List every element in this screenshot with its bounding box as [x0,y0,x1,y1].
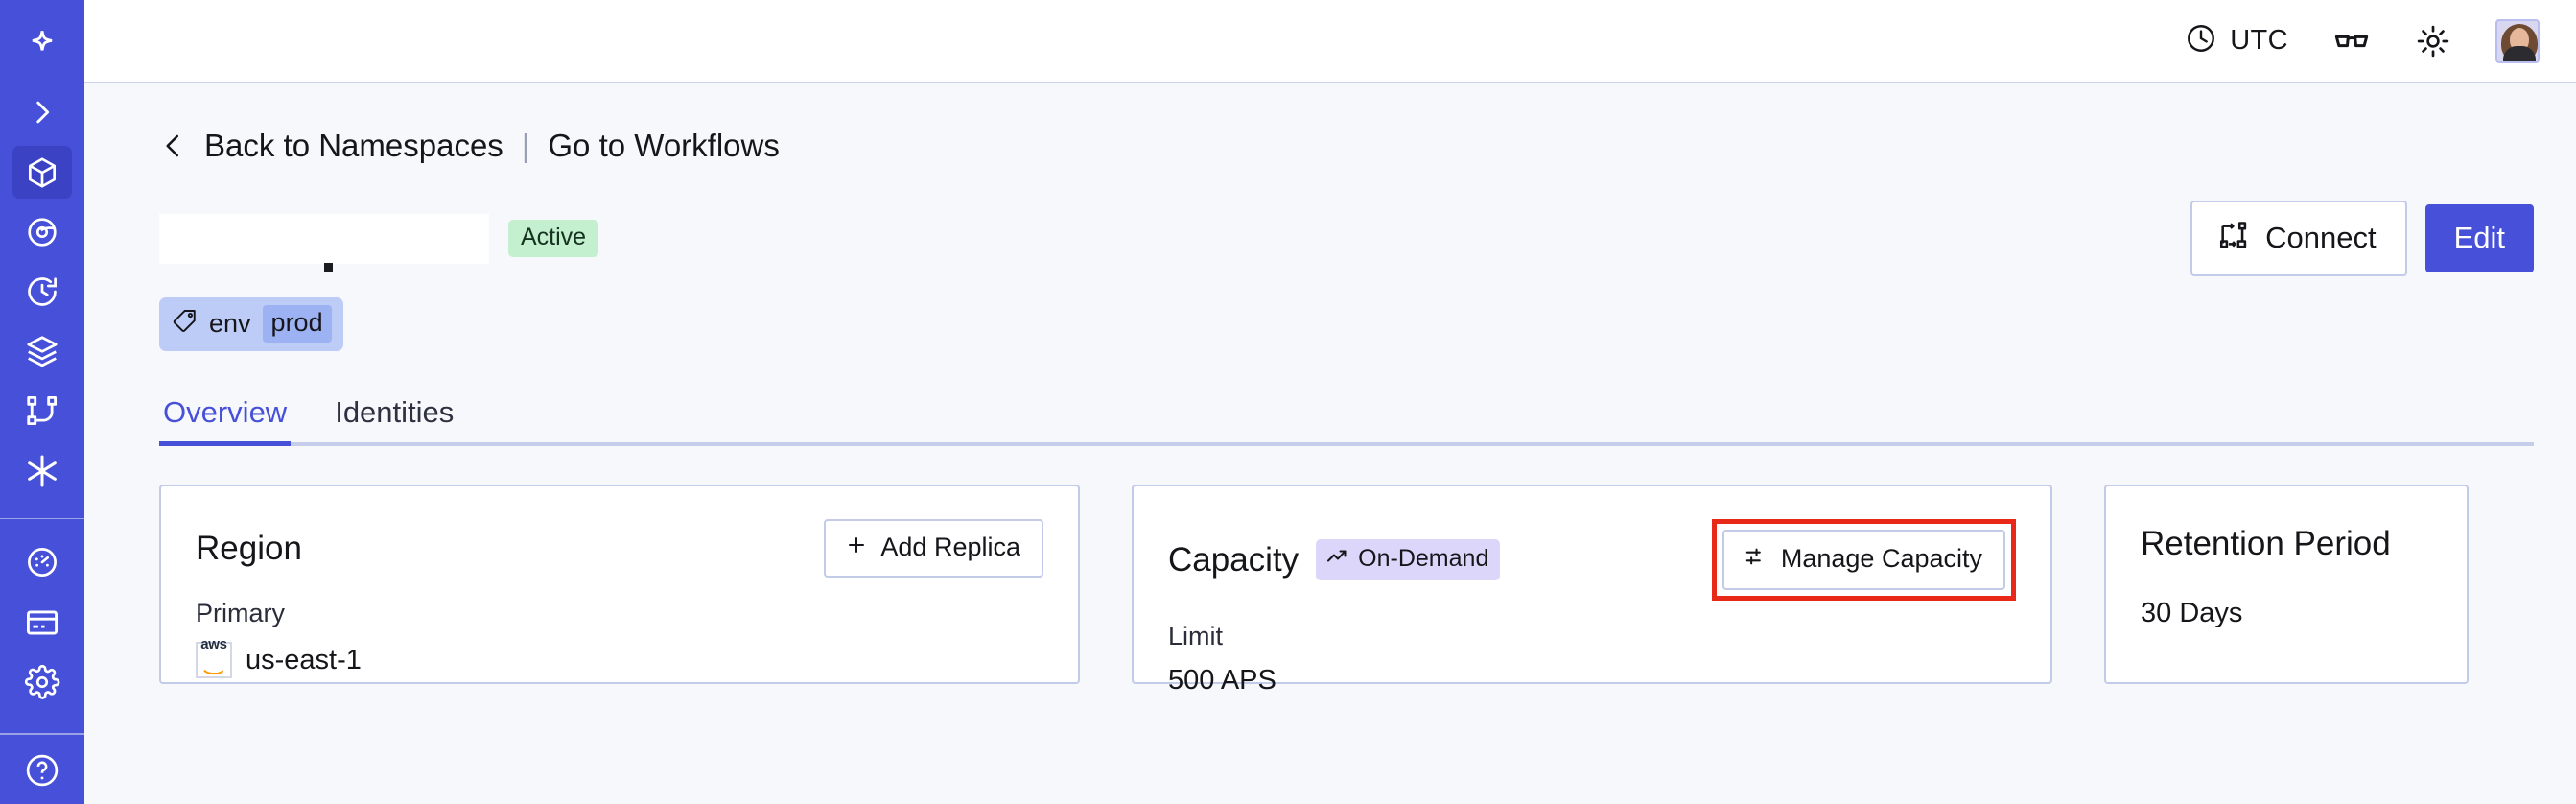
chevron-left-icon[interactable] [159,130,188,162]
topbar-actions: UTC [2185,18,2540,63]
region-value: us-east-1 [246,644,362,675]
main-pane: UTC [84,0,2576,804]
breadcrumb-back-link[interactable]: Back to Namespaces [204,128,503,163]
sidebar-item-settings[interactable] [12,656,72,708]
sidebar-item-workflows[interactable] [12,206,72,258]
avatar-face [2510,27,2529,52]
sidebar-item-schedules[interactable] [12,266,72,318]
sidebar-item-integrations[interactable] [12,444,72,496]
timezone-label: UTC [2230,25,2288,56]
page-content: Back to Namespaces | Go to Workflows Act… [84,83,2576,804]
capacity-mode-label: On-Demand [1358,545,1489,572]
topbar: UTC [84,0,2576,83]
tab-identities[interactable]: Identities [335,395,455,429]
clock-icon [2185,22,2217,59]
namespace-tag[interactable]: env prod [159,297,343,351]
region-card-header: Region Add Replica [196,519,1043,578]
overview-cards: Region Add Replica Primary [159,485,2534,696]
aws-logo-text: aws [200,635,227,652]
sidebar-item-namespaces[interactable] [12,146,72,199]
sidebar-divider-bottom [0,732,84,735]
expand-chevron-icon[interactable] [12,86,72,138]
tag-key: env [209,309,251,338]
sidebar-item-billing[interactable] [12,597,72,649]
content-inner: Back to Namespaces | Go to Workflows Act… [84,128,2576,696]
edit-button[interactable]: Edit [2424,204,2534,272]
retention-card-header: Retention Period [2141,519,2432,569]
tag-icon [173,308,198,340]
capacity-card: Capacity On-Demand [1132,485,2052,696]
breadcrumb-workflows-link[interactable]: Go to Workflows [548,128,780,163]
aws-logo-smile [203,652,224,684]
status-badge: Active [508,220,599,257]
connect-button[interactable]: Connect [2190,201,2407,276]
avatar-body [2503,45,2536,61]
region-card: Region Add Replica Primary [159,485,1080,684]
connect-button-label: Connect [2265,221,2377,254]
add-replica-label: Add Replica [880,532,1020,561]
aws-logo-icon: aws [196,637,232,678]
trending-up-icon [1325,545,1348,573]
connect-flow-icon [2217,219,2250,256]
edit-button-label: Edit [2453,221,2505,254]
header-actions: Connect Edit [2190,201,2534,276]
namespace-header: Active [159,201,2534,276]
manage-capacity-button[interactable]: Manage Capacity [1721,530,2005,590]
tab-bar: Overview Identities [159,391,2534,446]
region-primary-label: Primary [196,599,285,627]
title-redaction-dot [324,262,333,272]
retention-value: 30 Days [2141,598,2243,628]
capacity-card-title: Capacity [1168,540,1300,579]
namespace-tags: env prod [159,297,2534,351]
sliders-icon [1744,544,1768,574]
sidebar-divider [0,517,84,520]
sun-icon[interactable] [2415,23,2451,59]
breadcrumb: Back to Namespaces | Go to Workflows [159,128,2534,164]
manage-capacity-label: Manage Capacity [1780,544,1982,573]
plus-icon [845,533,868,561]
capacity-card-header: Capacity On-Demand [1168,519,2016,601]
user-avatar[interactable] [2495,18,2540,63]
capacity-limit-label: Limit [1168,622,1224,650]
temporal-logo-icon[interactable] [12,21,72,73]
primary-sidebar [0,0,84,804]
region-value-row: aws us-east-1 [196,637,1043,678]
tab-overview[interactable]: Overview [159,395,291,446]
sidebar-item-nexus[interactable] [12,385,72,437]
capacity-mode-badge: On-Demand [1316,539,1501,580]
glasses-icon[interactable] [2332,22,2371,60]
capacity-limit-value: 500 APS [1168,665,1276,696]
sidebar-item-help[interactable] [12,745,72,796]
sidebar-item-batch-operations[interactable] [12,325,72,377]
retention-card: Retention Period 30 Days [2104,485,2469,684]
tag-value: prod [262,305,332,343]
page-title [159,213,489,272]
add-replica-button[interactable]: Add Replica [824,519,1043,578]
retention-card-title: Retention Period [2141,525,2391,562]
sidebar-item-usage[interactable] [12,536,72,588]
region-card-title: Region [196,529,302,567]
breadcrumb-separator: | [521,128,530,163]
manage-capacity-highlight: Manage Capacity [1711,519,2016,601]
timezone-selector[interactable]: UTC [2185,22,2288,59]
